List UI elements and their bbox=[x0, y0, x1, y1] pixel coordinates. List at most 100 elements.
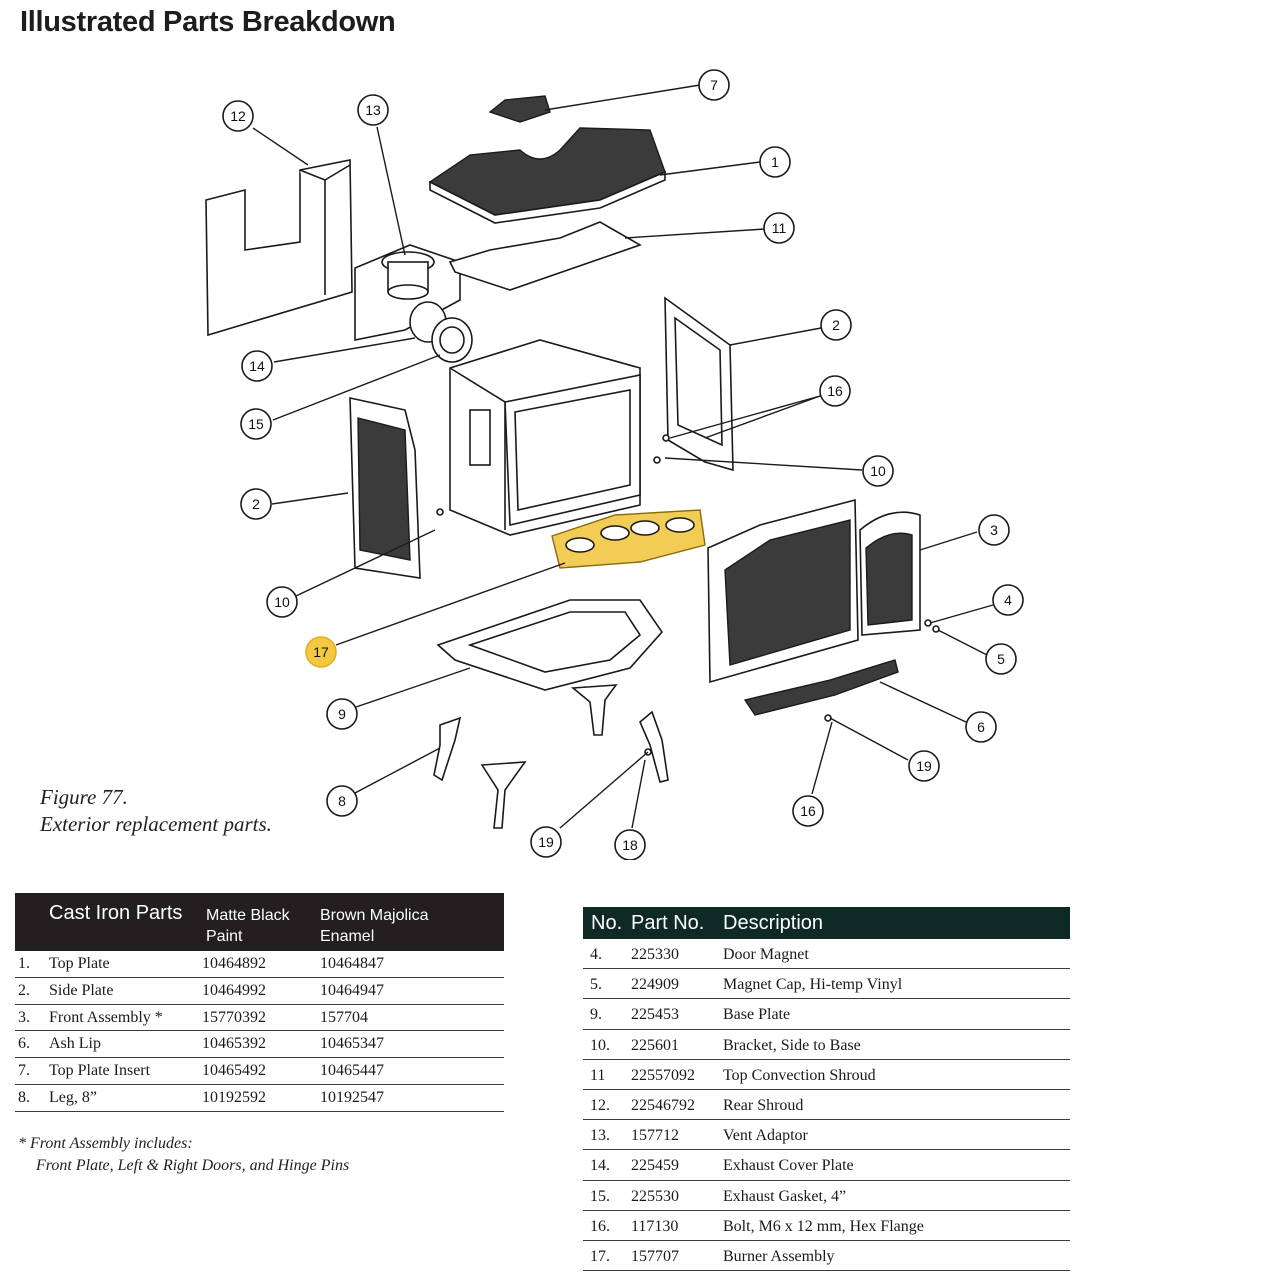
callout-label: 16 bbox=[800, 803, 816, 819]
callout-label: 17 bbox=[313, 644, 329, 660]
brown-majolica-part-no: 10465447 bbox=[320, 1062, 384, 1080]
callout-12: 12 bbox=[222, 100, 254, 132]
matte-black-part-no: 10465392 bbox=[202, 1035, 266, 1053]
brown-majolica-part-no: 10192547 bbox=[320, 1088, 384, 1106]
callout-8: 8 bbox=[326, 785, 358, 817]
brown-majolica-part-no: 10464847 bbox=[320, 955, 384, 972]
row-number: 8. bbox=[18, 1088, 30, 1106]
callout-19: 19 bbox=[530, 826, 562, 858]
part-name: Top Plate bbox=[49, 955, 110, 972]
matte-black-header-line2: Paint bbox=[206, 928, 243, 945]
part-number: 225330 bbox=[631, 946, 679, 963]
table-row: 4. 225330 Door Magnet bbox=[583, 939, 1070, 970]
callout-5: 5 bbox=[985, 643, 1017, 675]
row-number: 3. bbox=[18, 1008, 30, 1026]
row-number: 2. bbox=[18, 981, 30, 999]
callout-label: 13 bbox=[365, 102, 381, 118]
brown-majolica-header-line2: Enamel bbox=[320, 928, 375, 945]
part-name: Front Assembly * bbox=[49, 1008, 163, 1026]
header-no: No. bbox=[591, 912, 623, 934]
callout-11: 11 bbox=[763, 212, 795, 244]
part-number: 225453 bbox=[631, 1006, 679, 1024]
part-description: Exhaust Gasket, 4” bbox=[723, 1187, 847, 1205]
row-number: 16. bbox=[590, 1217, 610, 1235]
ash-lip-part bbox=[743, 659, 899, 716]
matte-black-part-no: 10464892 bbox=[202, 955, 266, 972]
callout-label: 5 bbox=[997, 651, 1005, 667]
matte-black-part-no: 15770392 bbox=[202, 1008, 266, 1026]
part-description: Burner Assembly bbox=[723, 1247, 835, 1265]
part-description: Magnet Cap, Hi-temp Vinyl bbox=[723, 976, 903, 994]
callout-label: 8 bbox=[338, 793, 346, 809]
part-number: 22557092 bbox=[631, 1066, 695, 1084]
callout-16: 16 bbox=[792, 795, 824, 827]
part-number: 225459 bbox=[631, 1157, 679, 1175]
callout-label: 10 bbox=[274, 594, 290, 610]
row-number: 4. bbox=[590, 946, 602, 963]
matte-black-part-no: 10465492 bbox=[202, 1062, 266, 1080]
brown-majolica-part-no: 10465347 bbox=[320, 1035, 384, 1053]
part-number: 225530 bbox=[631, 1187, 679, 1205]
header-description: Description bbox=[723, 912, 824, 934]
callout-label: 14 bbox=[249, 358, 265, 374]
callout-label: 16 bbox=[827, 383, 843, 399]
callout-label: 2 bbox=[832, 317, 840, 333]
part-description: Door Magnet bbox=[723, 946, 809, 963]
callout-label: 3 bbox=[990, 522, 998, 538]
table-row: 1. Top Plate 10464892 10464847 bbox=[15, 951, 504, 978]
cast-iron-header-name: Cast Iron Parts bbox=[49, 902, 183, 924]
matte-black-header: Matte Black Paint bbox=[206, 905, 290, 947]
callout-17: 17 bbox=[305, 636, 337, 668]
part-description: Top Convection Shroud bbox=[723, 1066, 876, 1084]
parts-table: No. Part No. Description 4. 225330 Door Ma… bbox=[583, 907, 1070, 1272]
part-description: Base Plate bbox=[723, 1006, 791, 1024]
callout-label: 2 bbox=[252, 496, 260, 512]
callout-14: 14 bbox=[241, 350, 273, 382]
callout-label: 19 bbox=[538, 834, 554, 850]
part-number: 157707 bbox=[631, 1247, 679, 1265]
callout-10: 10 bbox=[266, 586, 298, 618]
top-plate-insert-part bbox=[488, 95, 551, 123]
matte-black-part-no: 10464992 bbox=[202, 981, 266, 999]
header-part-no: Part No. bbox=[631, 912, 705, 934]
figure-label: Figure 77. bbox=[40, 785, 128, 809]
callout-2: 2 bbox=[820, 309, 852, 341]
callout-1: 1 bbox=[759, 146, 791, 178]
part-number: 117130 bbox=[631, 1217, 679, 1235]
matte-black-part-no: 10192592 bbox=[202, 1088, 266, 1106]
part-description: Exhaust Cover Plate bbox=[723, 1157, 854, 1175]
row-number: 5. bbox=[590, 976, 602, 994]
part-number: 157712 bbox=[631, 1127, 679, 1145]
brown-majolica-header-line1: Brown Majolica bbox=[320, 907, 429, 924]
callout-label: 10 bbox=[870, 463, 886, 479]
page-title: Illustrated Parts Breakdown bbox=[20, 6, 396, 38]
callout-label: 6 bbox=[977, 719, 985, 735]
callout-label: 11 bbox=[772, 220, 787, 236]
part-number: 22546792 bbox=[631, 1096, 695, 1114]
callout-7: 7 bbox=[698, 69, 730, 101]
row-number: 13. bbox=[590, 1127, 610, 1145]
callout-2: 2 bbox=[240, 488, 272, 520]
part-number: 224909 bbox=[631, 976, 679, 994]
callout-label: 4 bbox=[1004, 592, 1012, 608]
row-number: 1. bbox=[18, 955, 30, 972]
parts-table-header: No. Part No. Description bbox=[583, 907, 1070, 939]
row-number: 7. bbox=[18, 1062, 30, 1080]
callout-18: 18 bbox=[614, 829, 646, 860]
figure-caption: Figure 77. Exterior replacement parts. bbox=[40, 784, 272, 838]
brown-majolica-header: Brown Majolica Enamel bbox=[320, 905, 428, 947]
callout-4: 4 bbox=[992, 584, 1024, 616]
callout-15: 15 bbox=[240, 408, 272, 440]
row-number: 6. bbox=[18, 1035, 30, 1053]
